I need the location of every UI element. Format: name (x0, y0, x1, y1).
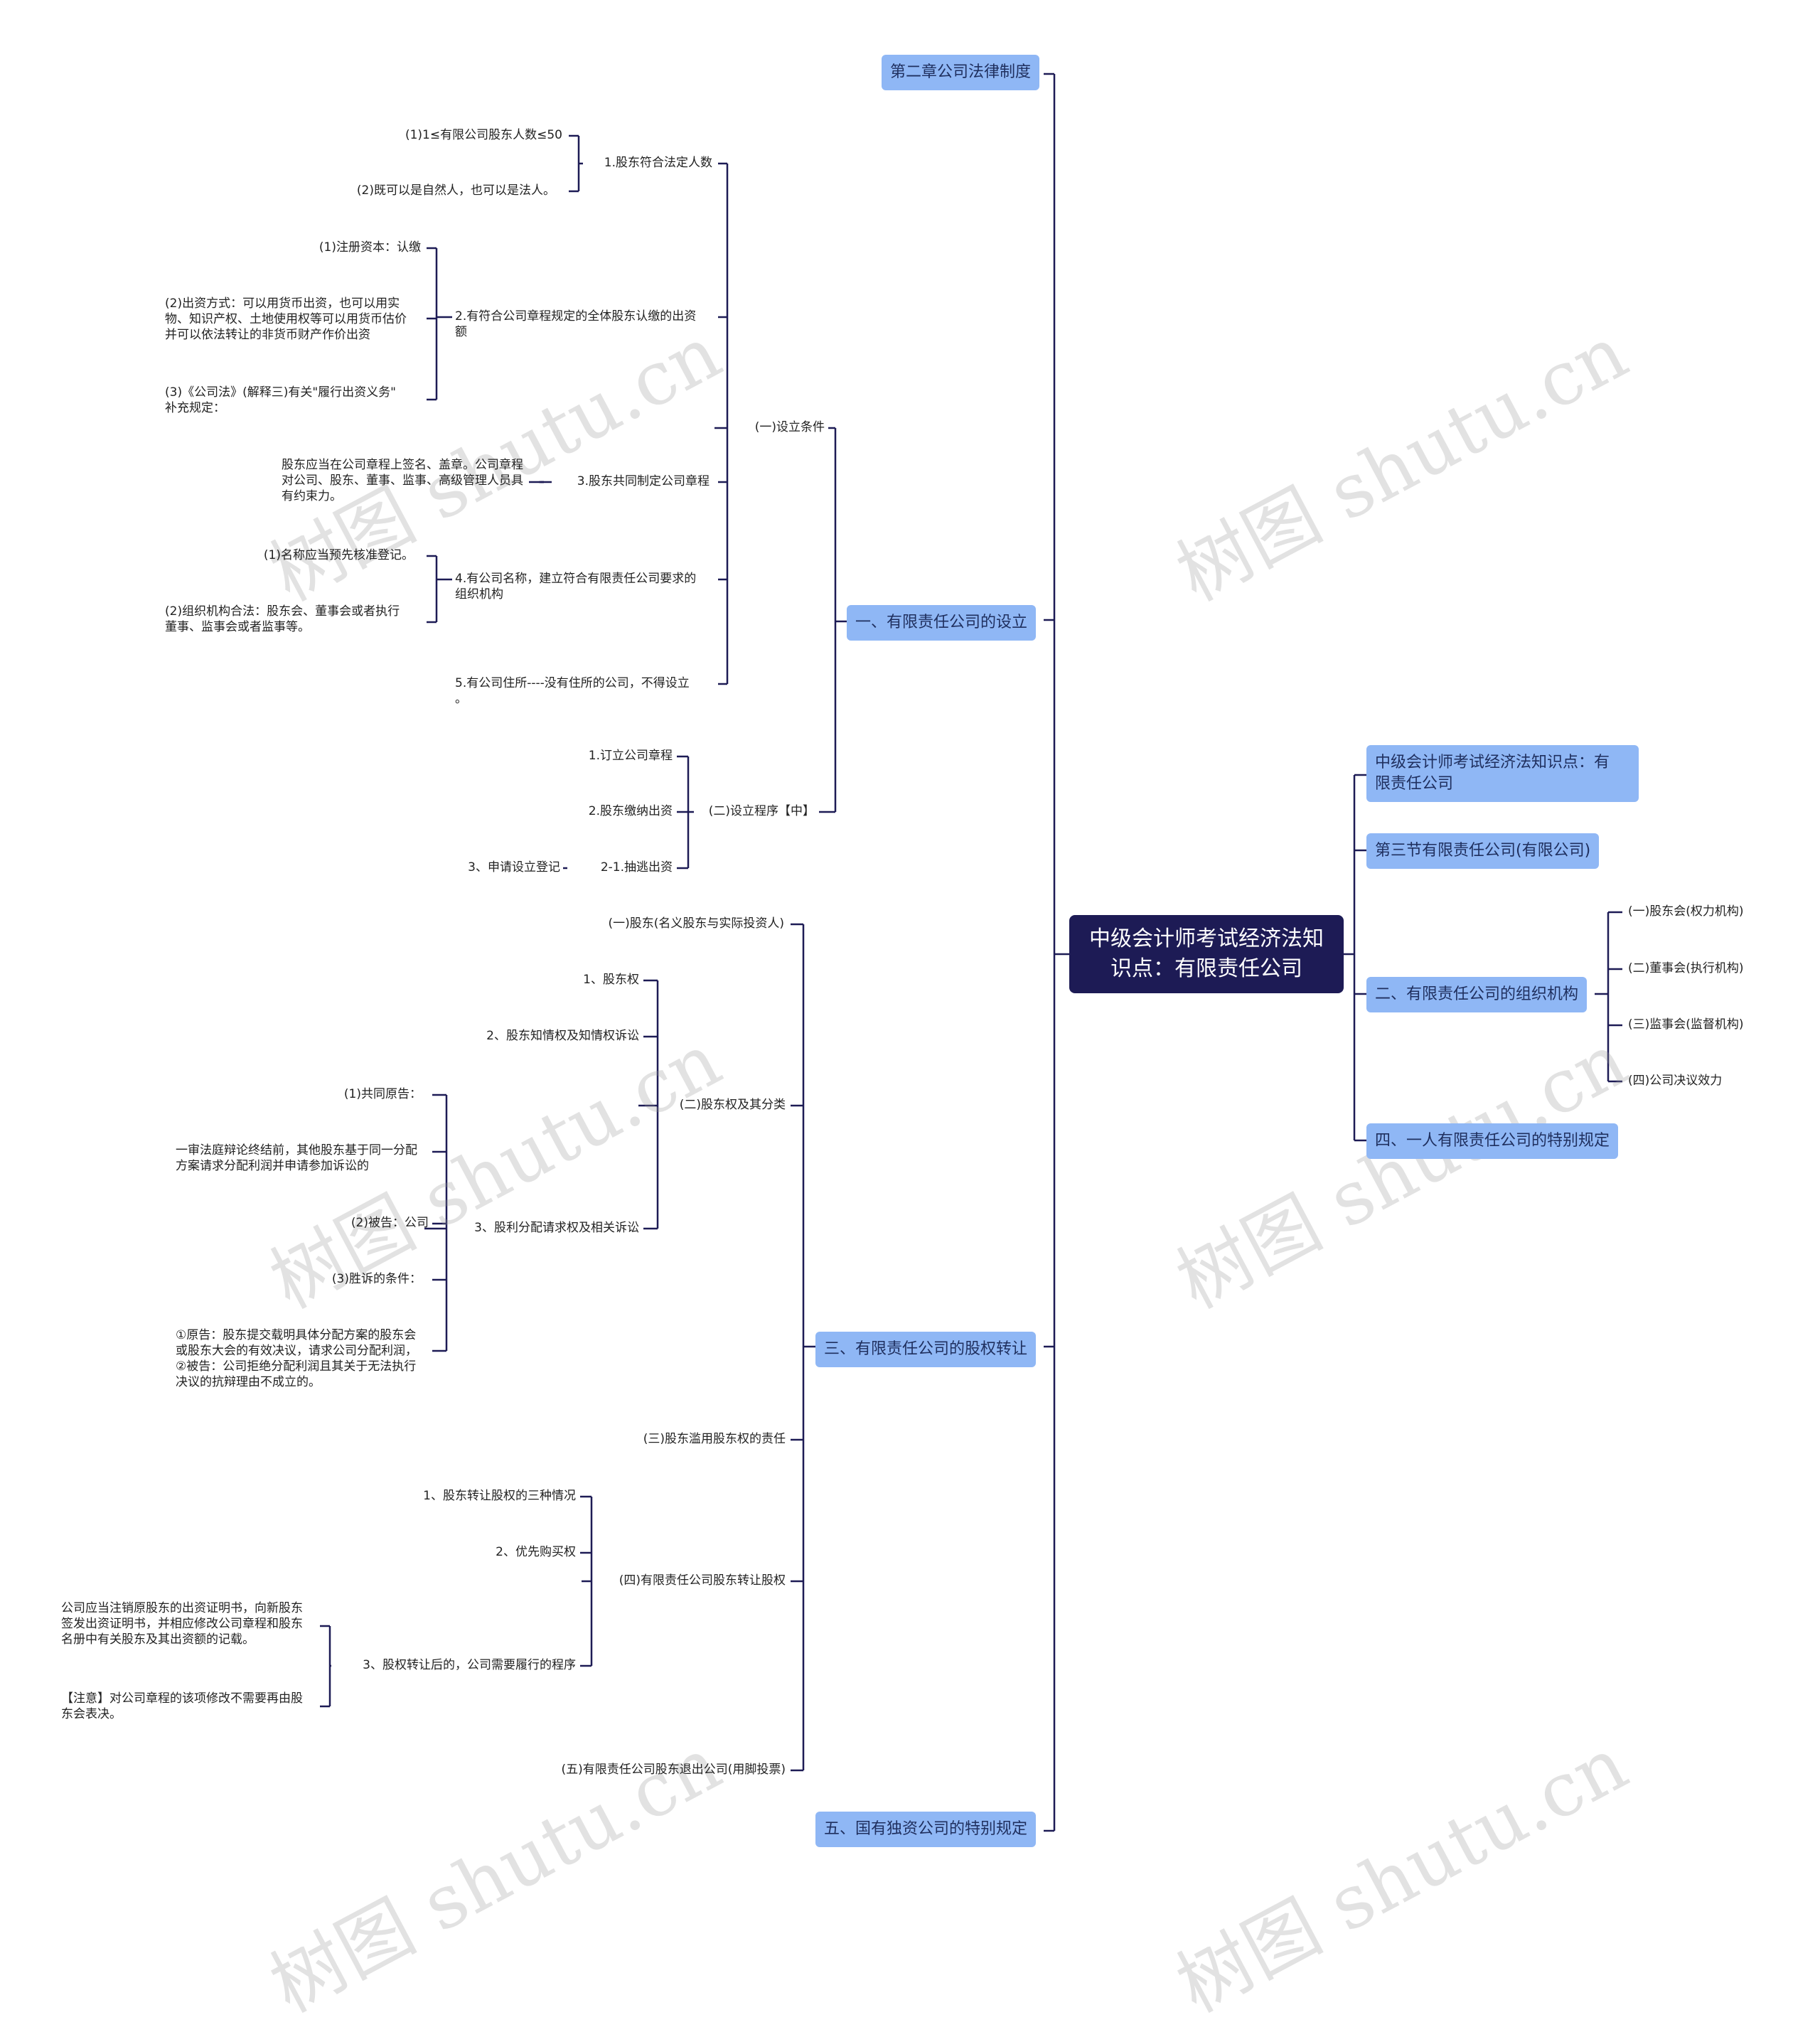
leaf-t2b[interactable]: 2、股东知情权及知情权诉讼 (486, 1029, 639, 1043)
node-organization[interactable]: 二、有限责任公司的组织机构 (1366, 977, 1588, 1012)
leaf-c1[interactable]: 1.股东符合法定人数 (604, 156, 712, 170)
leaf-t2c2[interactable]: 一审法庭辩论终结前，其他股东基于同一分配 方案请求分配利润并申请参加诉讼的 (176, 1143, 417, 1173)
leaf-c2a[interactable]: (1)注册资本：认缴 (318, 240, 421, 255)
leaf-resolution-validity[interactable]: (四)公司决议效力 (1628, 1074, 1723, 1088)
node-t4[interactable]: (四)有限责任公司股东转让股权 (619, 1573, 786, 1588)
node-establishment[interactable]: 一、有限责任公司的设立 (847, 605, 1037, 641)
leaf-shareholders-meeting[interactable]: (一)股东会(权力机构) (1628, 904, 1744, 919)
leaf-p3[interactable]: 2-1.抽逃出资 (600, 860, 673, 875)
leaf-c2c[interactable]: (3)《公司法》(解释三)有关"履行出资义务" 补充规定： (165, 385, 396, 415)
leaf-c3a[interactable]: 股东应当在公司章程上签名、盖章。公司章程 对公司、股东、董事、监事、高级管理人员… (282, 458, 523, 503)
leaf-c4b[interactable]: (2)组织机构合法：股东会、董事会或者执行 董事、监事会或者监事等。 (165, 604, 400, 634)
leaf-t4c1[interactable]: 公司应当注销原股东的出资证明书，向新股东 签发出资证明书，并相应修改公司章程和股… (61, 1601, 303, 1647)
leaf-t2c3[interactable]: (2)被告：公司 (350, 1216, 429, 1230)
node-t2[interactable]: (二)股东权及其分类 (679, 1098, 786, 1112)
leaf-supervisory-board[interactable]: (三)监事会(监督机构) (1628, 1017, 1744, 1032)
node-chapter-2[interactable]: 第二章公司法律制度 (882, 55, 1040, 90)
leaf-t4a[interactable]: 1、股东转让股权的三种情况 (423, 1489, 576, 1503)
node-section-3[interactable]: 第三节有限责任公司(有限公司) (1366, 833, 1600, 869)
node-one-person-company[interactable]: 四、一人有限责任公司的特别规定 (1366, 1123, 1619, 1159)
node-t3[interactable]: (三)股东滥用股东权的责任 (643, 1432, 786, 1446)
leaf-c2[interactable]: 2.有符合公司章程规定的全体股东认缴的出资 额 (455, 309, 697, 339)
leaf-t2c[interactable]: 3、股利分配请求权及相关诉讼 (474, 1221, 639, 1235)
leaf-c1a[interactable]: (1)1≤有限公司股东人数≤50 (405, 128, 562, 142)
node-t1[interactable]: (一)股东(名义股东与实际投资人) (608, 916, 784, 931)
leaf-p2[interactable]: 2.股东缴纳出资 (588, 804, 673, 818)
leaf-c4[interactable]: 4.有公司名称，建立符合有限责任公司要求的 组织机构 (455, 572, 697, 601)
root-node[interactable]: 中级会计师考试经济法知识点：有限责任公司 (1069, 915, 1344, 993)
node-establishment-conditions[interactable]: (一)设立条件 (754, 420, 825, 434)
node-t5[interactable]: (五)有限责任公司股东退出公司(用脚投票) (561, 1763, 786, 1777)
node-equity-transfer[interactable]: 三、有限责任公司的股权转让 (815, 1332, 1037, 1367)
leaf-t4c2[interactable]: 【注意】对公司章程的该项修改不需要再由股 东会表决。 (61, 1691, 303, 1721)
leaf-p3a[interactable]: 3、申请设立登记 (468, 860, 560, 875)
leaf-c5[interactable]: 5.有公司住所----没有住所的公司，不得设立 。 (455, 676, 690, 706)
leaf-t4b[interactable]: 2、优先购买权 (496, 1545, 576, 1559)
node-title-copy[interactable]: 中级会计师考试经济法知识点：有 限责任公司 (1366, 745, 1639, 802)
leaf-t4c[interactable]: 3、股权转让后的，公司需要履行的程序 (363, 1658, 576, 1672)
leaf-c4a[interactable]: (1)名称应当预先核准登记。 (263, 548, 414, 562)
node-establishment-procedure[interactable]: (二)设立程序【中】 (708, 804, 815, 818)
leaf-c2b[interactable]: (2)出资方式：可以用货币出资，也可以用实 物、知识产权、土地使用权等可以用货币… (165, 296, 407, 342)
leaf-t2c5[interactable]: ①原告：股东提交载明具体分配方案的股东会 或股东大会的有效决议，请求公司分配利润… (176, 1328, 417, 1389)
leaf-c3[interactable]: 3.股东共同制定公司章程 (577, 474, 710, 488)
leaf-t2a[interactable]: 1、股东权 (583, 973, 639, 987)
leaf-c1b[interactable]: (2)既可以是自然人，也可以是法人。 (356, 183, 555, 198)
connector-lines (320, 73, 1622, 1832)
leaf-p1[interactable]: 1.订立公司章程 (588, 749, 673, 763)
leaf-t2c4[interactable]: (3)胜诉的条件： (331, 1272, 422, 1286)
node-state-owned[interactable]: 五、国有独资公司的特别规定 (815, 1812, 1037, 1847)
leaf-board[interactable]: (二)董事会(执行机构) (1628, 961, 1744, 975)
leaf-t2c1[interactable]: (1)共同原告： (343, 1087, 422, 1101)
